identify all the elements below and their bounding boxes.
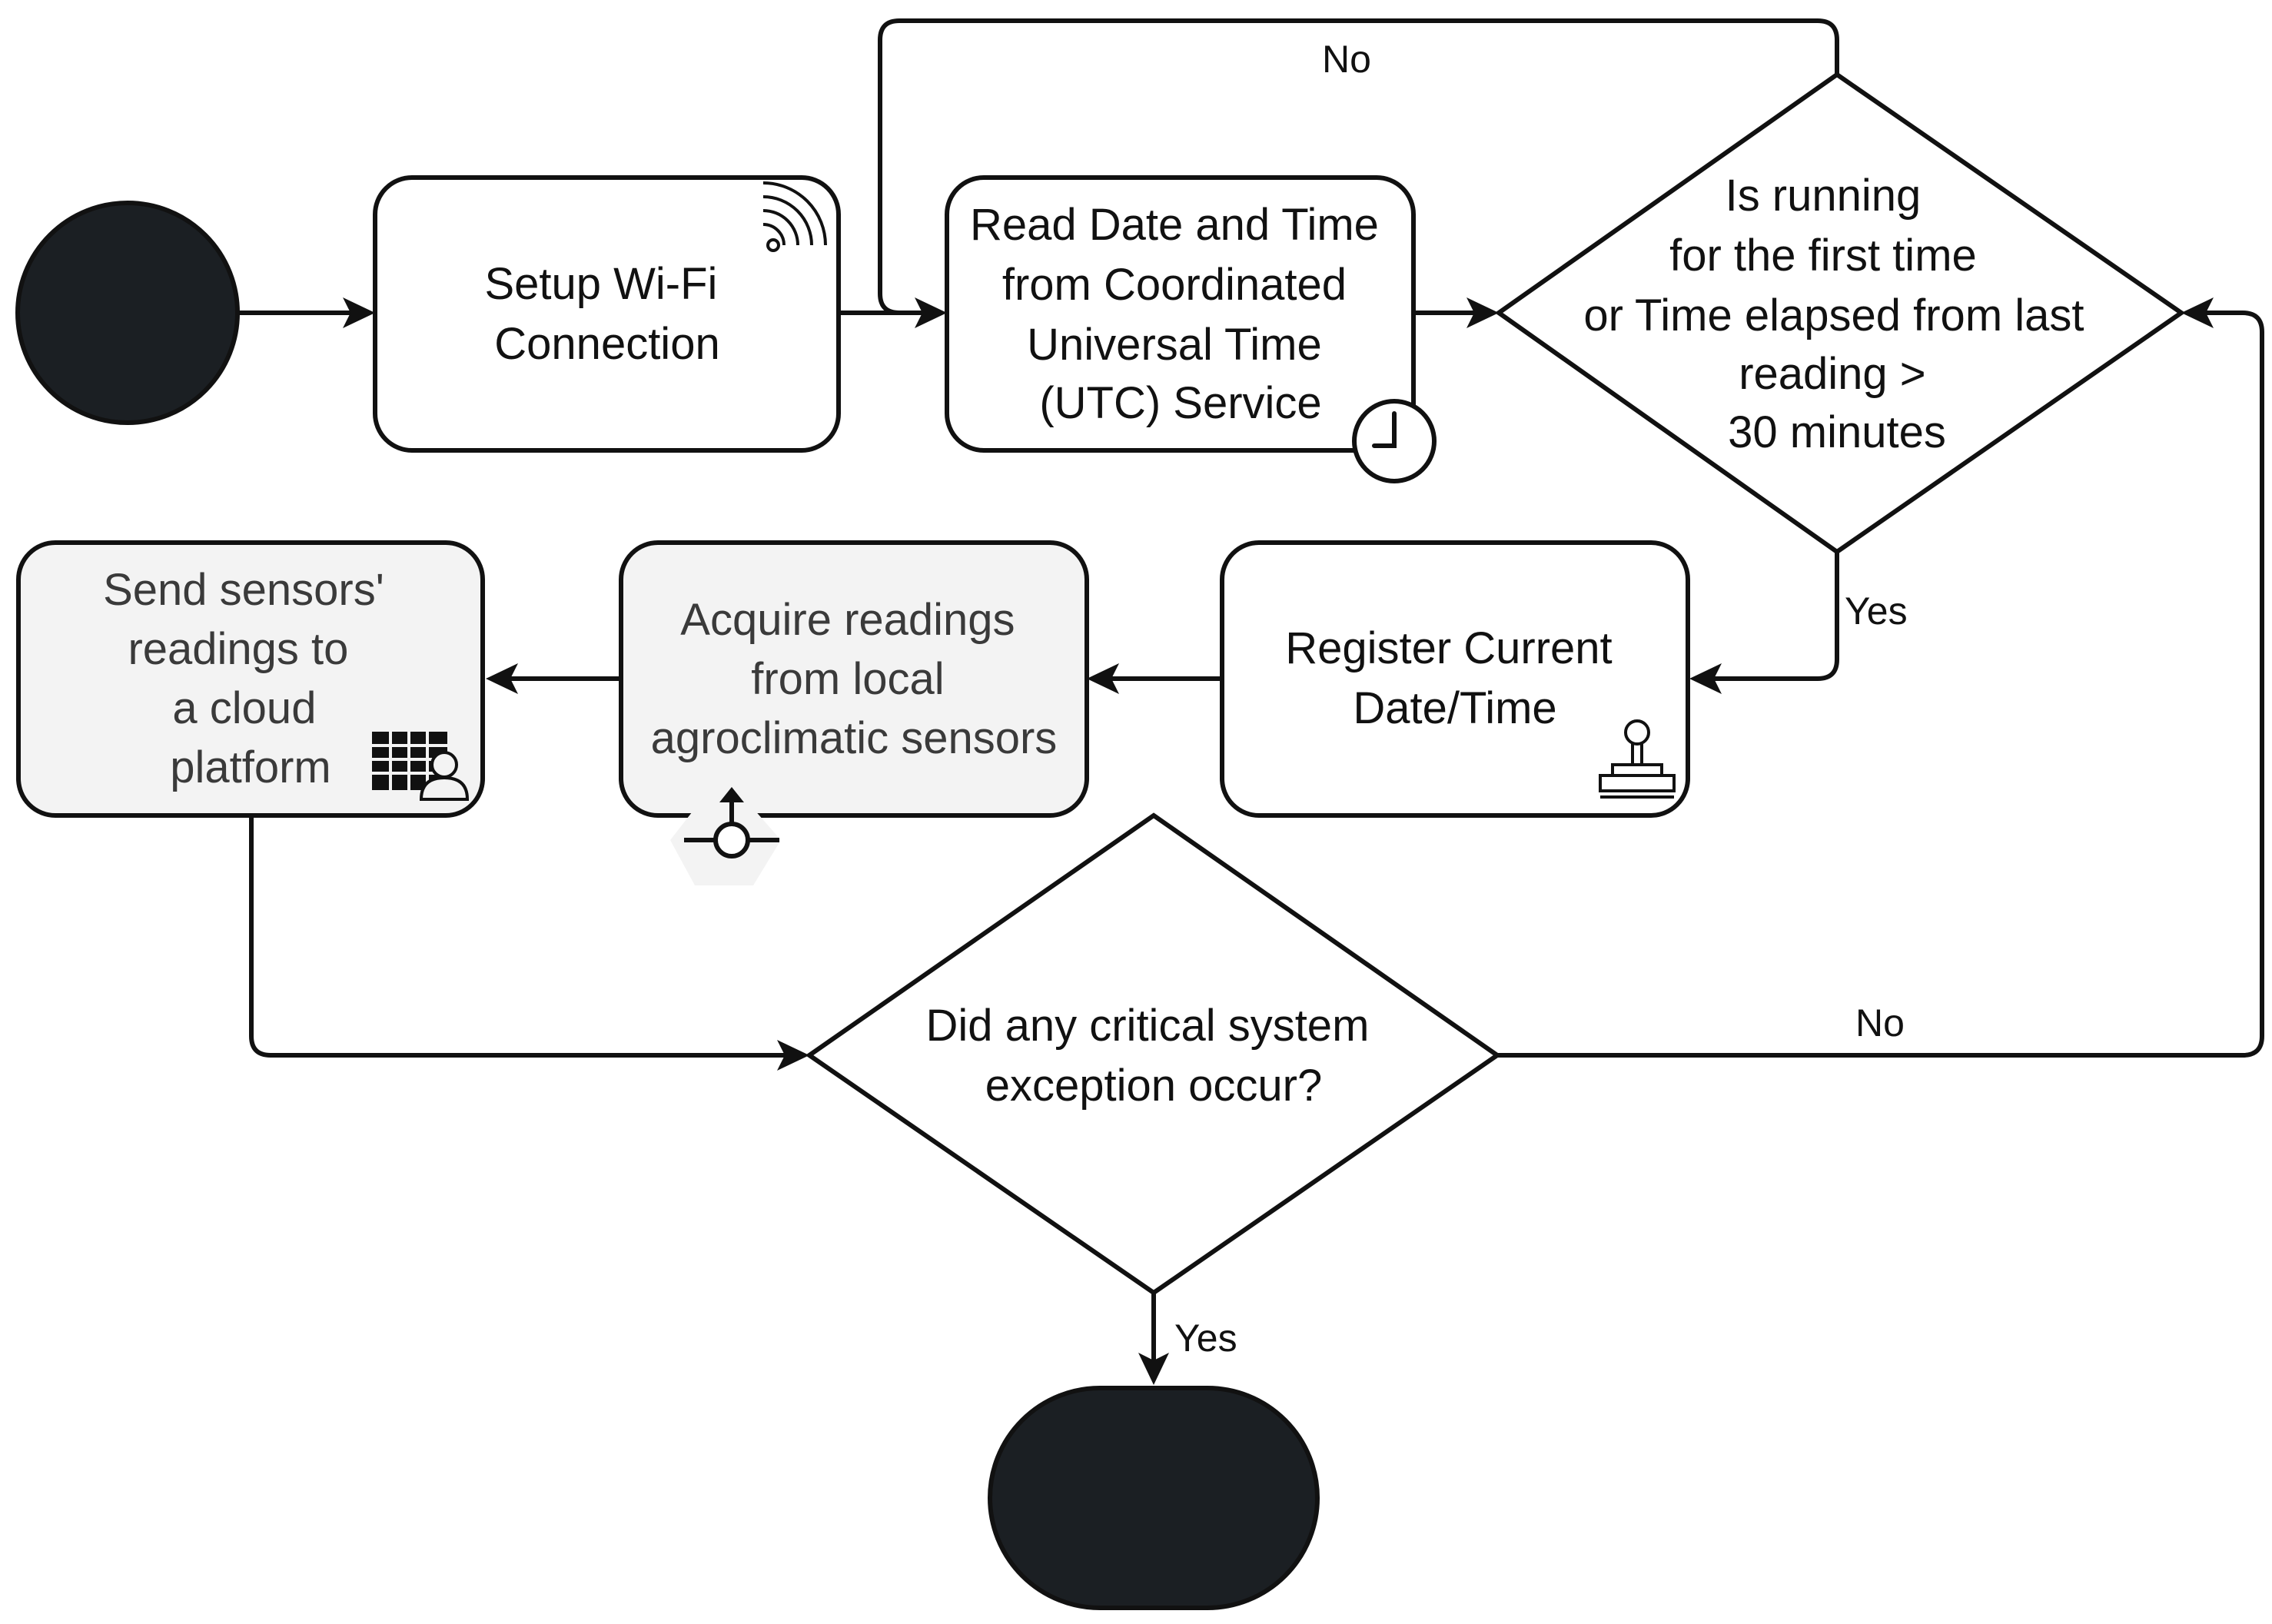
arrowhead-register-time (1689, 663, 1722, 694)
sensor-icon (670, 787, 781, 885)
register-time-node: Register Current Date/Time (1220, 540, 1690, 818)
arrowhead-send (486, 663, 518, 694)
send-readings-node: Send sensors' readings to a cloud platfo… (16, 540, 485, 818)
edge-label-loop-no: No (1322, 38, 1371, 81)
setup-wifi-box (373, 175, 841, 453)
edge-label-exception-yes: Yes (1174, 1317, 1237, 1360)
register-time-box (1220, 540, 1690, 818)
edge-exception-no-loop (1495, 311, 2264, 1058)
arrowhead-decision-time (1467, 297, 1499, 328)
acquire-readings-node: Acquire readings from local agroclimatic… (619, 540, 1089, 885)
decision-exception-node: Did any critical system exception occur? (805, 812, 1502, 1296)
setup-wifi-node: Setup Wi-Fi Connection (373, 175, 841, 453)
arrowhead-end (1138, 1353, 1169, 1385)
clock-icon (1352, 399, 1437, 483)
start-node (15, 201, 240, 425)
register-time-label: Register Current Date/Time (1285, 623, 1625, 733)
arrowhead-decision-time-right (2181, 297, 2214, 328)
wifi-icon (762, 181, 827, 252)
send-readings-label: Send sensors' readings to a cloud platfo… (103, 565, 397, 792)
edges (236, 18, 2264, 1385)
arrowhead-setup-wifi (343, 297, 375, 328)
send-readings-box (16, 540, 485, 818)
acquire-readings-box (619, 540, 1089, 818)
edge-labels: No Yes No Yes (1174, 38, 1908, 1360)
decision-time-diamond (1494, 71, 2186, 555)
edge-decision-no-loop (878, 18, 1839, 315)
read-utc-label: Read Date and Time from Coordinated Univ… (970, 200, 1391, 428)
edge-label-exception-no: No (1855, 1001, 1905, 1044)
edge-label-register-yes: Yes (1845, 589, 1908, 633)
read-utc-box (945, 175, 1416, 453)
decision-exception-label: Did any critical system exception occur? (925, 1001, 1381, 1111)
edge-decision-yes-to-register (1702, 550, 1839, 681)
end-node (988, 1386, 1320, 1610)
decision-exception-diamond (805, 812, 1502, 1296)
stamp-icon (1599, 719, 1676, 799)
setup-wifi-label: Setup Wi-Fi Connection (484, 259, 729, 369)
edge-send-to-exception (249, 815, 796, 1058)
read-utc-node: Read Date and Time from Coordinated Univ… (945, 175, 1437, 483)
arrowhead-exception-decision (777, 1040, 809, 1071)
arrowhead-acquire (1087, 663, 1119, 694)
decision-time-node: Is running for the first time or Time el… (1494, 71, 2186, 555)
acquire-readings-label: Acquire readings from local agroclimatic… (651, 595, 1058, 763)
decision-time-label: Is running for the first time or Time el… (1583, 171, 2096, 457)
spreadsheet-user-icon (372, 732, 470, 801)
